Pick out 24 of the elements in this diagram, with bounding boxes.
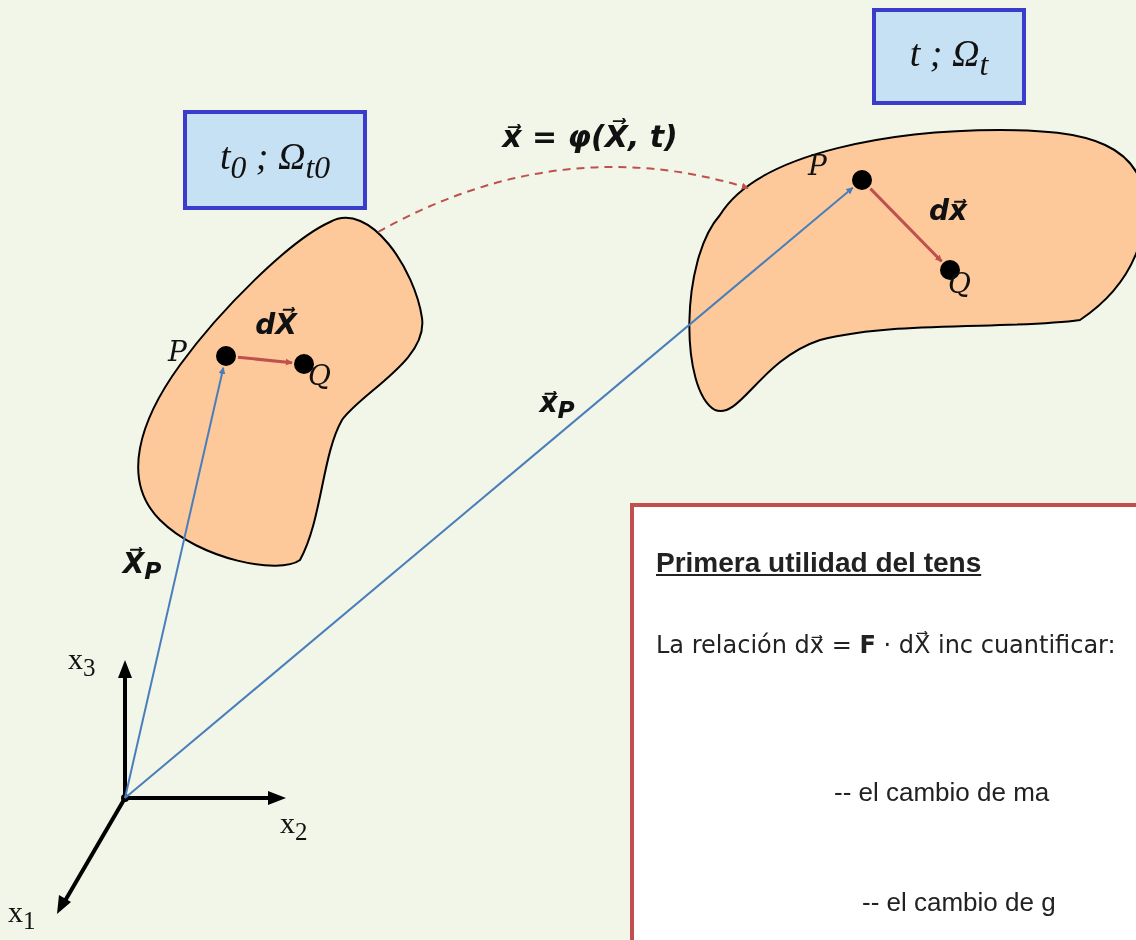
arrow	[124, 366, 226, 799]
point-label: Q	[308, 362, 331, 390]
time-label-box: t ; Ω$_{t}$	[872, 8, 1026, 105]
card-title: Primera utilidad del tens	[656, 547, 982, 579]
edge-label: x⃗$_{P}$	[539, 385, 575, 425]
time-label-box: t$_{0}$ ; Ω$_{t0}$	[183, 110, 367, 210]
edge-label: X⃗$_{P}$	[122, 546, 162, 586]
list-item: -- el cambio de ma	[834, 777, 1050, 808]
card-text: La relación dx⃗ = F · dX⃗ inc cuantificar:	[656, 630, 1117, 661]
arrow	[237, 355, 293, 366]
edge-label: x⃗ = φ(X⃗, t)	[502, 118, 678, 154]
point-label: P	[808, 152, 827, 180]
edge-label: dx⃗	[928, 193, 968, 227]
point-label: P	[168, 338, 187, 366]
axis-label: x$_{1}$	[8, 895, 36, 935]
arrow	[869, 187, 943, 263]
axis-label: x$_{3}$	[68, 642, 96, 682]
arrow	[124, 186, 854, 799]
dashed-arrow	[377, 166, 749, 233]
list-item: -- el cambio de g	[862, 887, 1056, 918]
axis-label: x$_{2}$	[280, 806, 308, 846]
edge-label: dX⃗	[255, 307, 297, 341]
info-card	[630, 503, 1136, 940]
point-label: Q	[948, 270, 971, 298]
